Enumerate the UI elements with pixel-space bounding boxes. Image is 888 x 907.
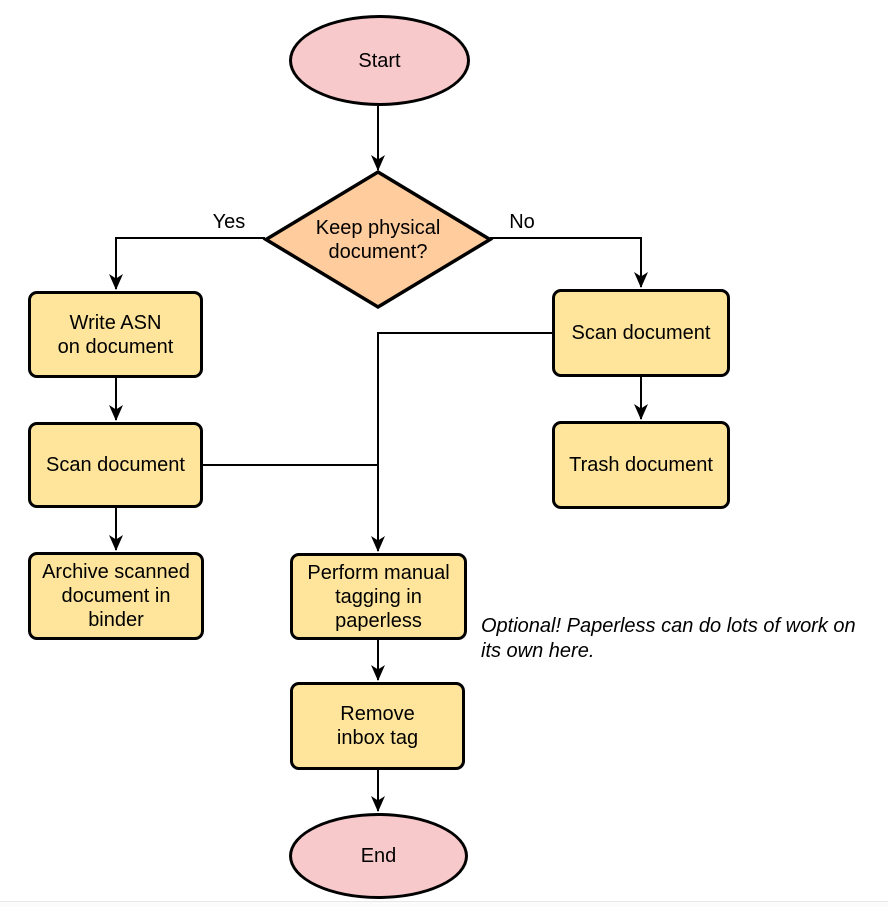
annotation-optional-note: Optional! Paperless can do lots of work … xyxy=(481,615,856,662)
node-label: Start xyxy=(358,49,401,72)
node-label: Archive scanned document in binder xyxy=(42,561,190,631)
node-end: End xyxy=(289,813,468,899)
node-label: Scan document xyxy=(46,454,185,476)
node-label: Perform manual tagging in paperless xyxy=(307,561,450,632)
node-decision-keep-physical: Keep physical document? xyxy=(278,214,478,266)
edge-decision-no-to-scan-right xyxy=(490,237,648,288)
node-trash-document: Trash document xyxy=(552,421,730,509)
edge-decision-yes-to-write-asn xyxy=(109,237,265,290)
edge-label-no: No xyxy=(509,211,535,233)
node-label: Keep physical document? xyxy=(315,217,441,263)
page-bottom-divider xyxy=(0,901,888,907)
node-label: End xyxy=(360,845,397,867)
node-manual-tagging: Perform manual tagging in paperless xyxy=(290,553,467,640)
node-label: Scan document xyxy=(571,322,711,344)
node-write-asn: Write ASN on document xyxy=(28,291,203,378)
node-scan-document-left: Scan document xyxy=(28,422,203,508)
edge-scan-right-to-tagging xyxy=(371,332,552,552)
edge-label-yes: Yes xyxy=(212,211,246,233)
node-remove-inbox-tag: Remove inbox tag xyxy=(290,682,465,770)
node-label: Remove inbox tag xyxy=(336,703,419,749)
node-archive-in-binder: Archive scanned document in binder xyxy=(28,552,204,640)
node-start: Start xyxy=(289,15,470,106)
decision-diamond-shape xyxy=(262,169,494,310)
node-label: Write ASN on document xyxy=(57,311,174,358)
node-label: Trash document xyxy=(569,454,713,476)
node-scan-document-right: Scan document xyxy=(552,289,730,377)
